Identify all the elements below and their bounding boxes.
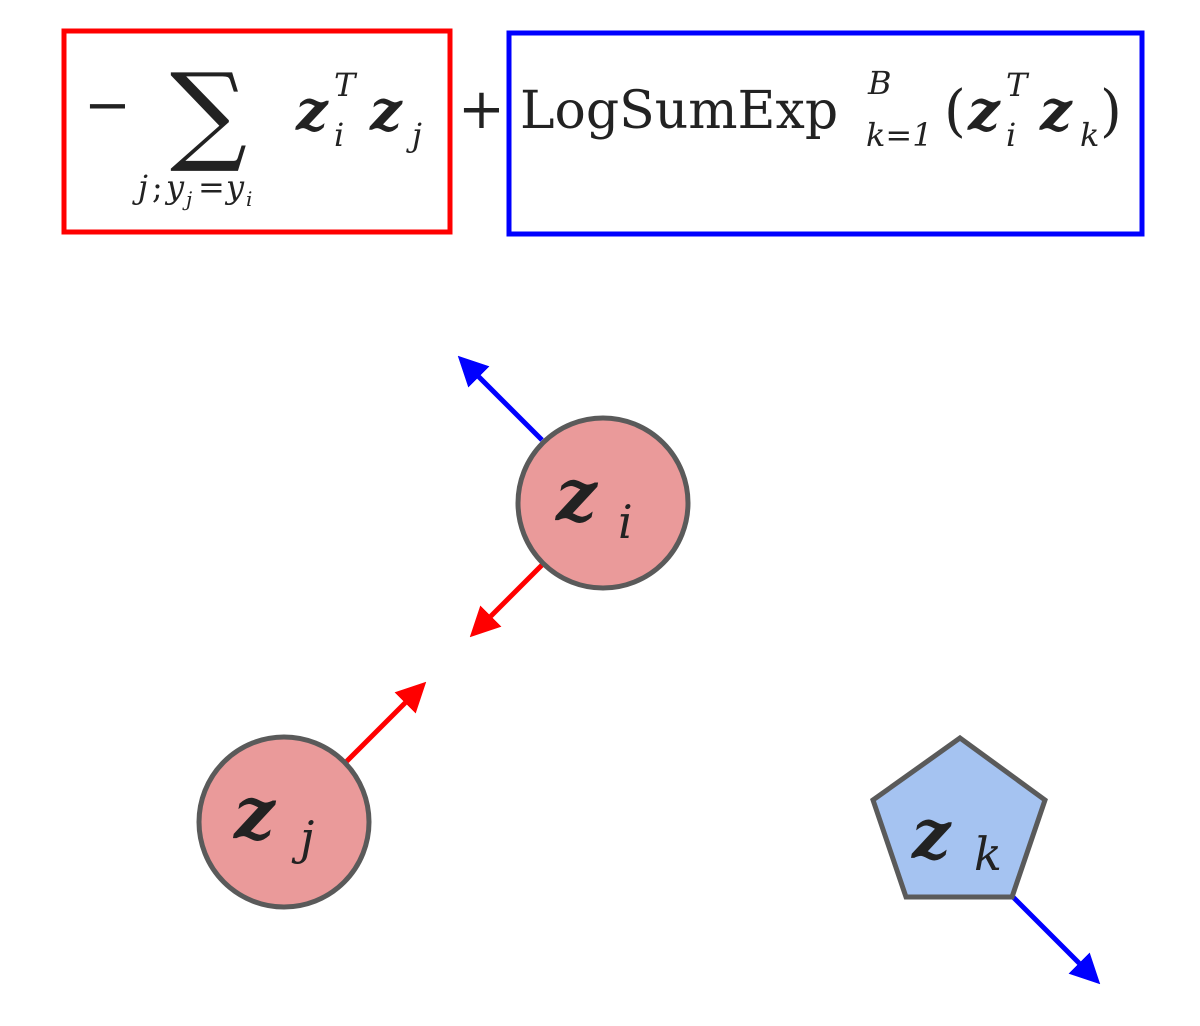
left-sub-i: i xyxy=(334,116,344,154)
node-zi: z i xyxy=(515,415,691,591)
left-z2: z xyxy=(369,78,403,144)
force-arrows xyxy=(344,355,1101,985)
node-zj: z j xyxy=(196,734,372,910)
logsumexp-sup-B: B xyxy=(867,64,892,102)
summation-index: j ; y j = y i xyxy=(132,168,252,211)
plus-sign: + xyxy=(458,77,505,142)
logsumexp-func: LogSumExp xyxy=(520,81,838,141)
node-zi-symbol: z xyxy=(554,452,599,537)
minus-sign: − xyxy=(84,73,131,138)
repel-arrow-zk xyxy=(1010,894,1101,985)
sum-index-sub-i: i xyxy=(246,187,252,211)
right-sup-T: T xyxy=(1006,66,1030,104)
attract-arrow-zj xyxy=(344,681,427,764)
negative-term-box xyxy=(506,30,1145,237)
attract-arrow-zi xyxy=(469,563,544,638)
node-zk: z k xyxy=(870,734,1048,900)
right-z1: z xyxy=(967,78,1001,144)
dot-product-positive: z i T z j xyxy=(295,66,422,154)
open-paren: ( xyxy=(944,79,966,144)
node-zk-subscript: k xyxy=(974,827,1002,881)
right-z2: z xyxy=(1039,78,1073,144)
sum-index-y: y xyxy=(164,168,185,206)
node-zj-circle xyxy=(196,734,372,910)
loss-formula: − ∑ j ; y j = y i z i T z j + LogSumExp … xyxy=(61,28,1145,237)
right-sub-k: k xyxy=(1080,116,1099,154)
node-zk-symbol: z xyxy=(911,795,952,875)
sum-index-eq: = xyxy=(198,168,225,206)
sum-index-j: j xyxy=(132,168,148,206)
logsumexp-sub-range: k=1 xyxy=(866,116,933,154)
node-zi-subscript: i xyxy=(618,495,633,549)
left-sup-T: T xyxy=(334,66,358,104)
sum-index-sub-j: j xyxy=(182,187,192,211)
repel-arrow-zi xyxy=(457,355,544,442)
node-zk-pentagon xyxy=(870,734,1048,900)
sum-index-sep: ; xyxy=(152,168,163,206)
logsumexp-term: LogSumExp B k=1 ( z i T z k ) xyxy=(520,64,1122,154)
right-sub-i: i xyxy=(1006,116,1016,154)
node-zj-symbol: z xyxy=(232,770,277,855)
positive-term-box xyxy=(61,28,453,235)
sum-index-y2: y xyxy=(224,168,245,206)
close-paren: ) xyxy=(1100,79,1122,144)
left-z1: z xyxy=(295,78,329,144)
node-zi-circle xyxy=(515,415,691,591)
summation-symbol: ∑ xyxy=(170,51,247,176)
left-sub-j: j xyxy=(406,116,422,154)
